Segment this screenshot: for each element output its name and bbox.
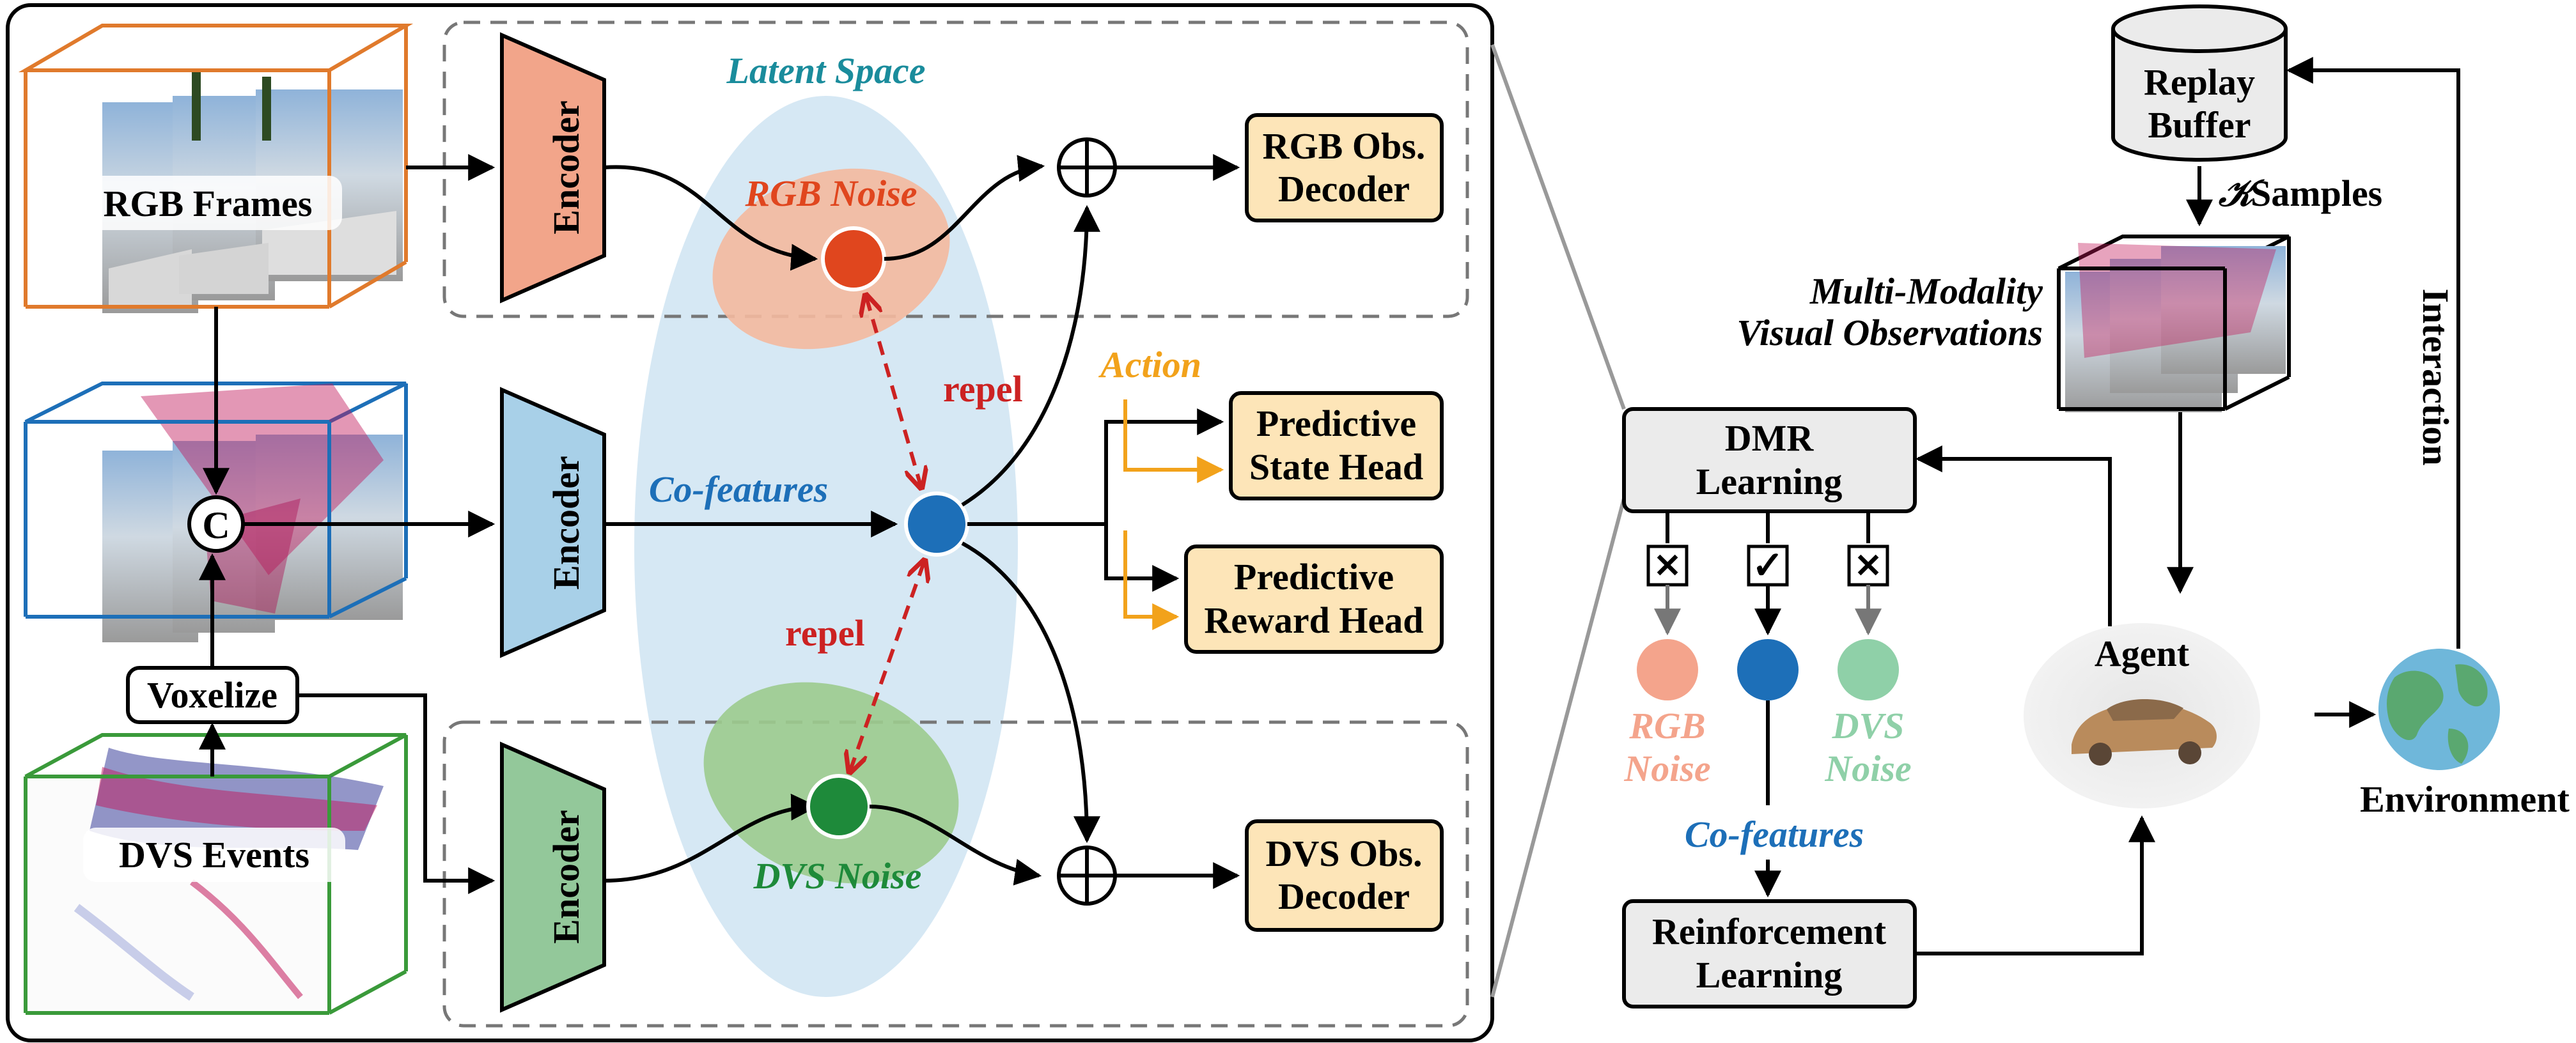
- latent-space-label: Latent Space: [726, 50, 926, 91]
- environment-label: Environment: [2360, 778, 2570, 820]
- right-rgb-noise-line2: Noise: [1623, 748, 1710, 789]
- car-icon: [2072, 699, 2217, 766]
- right-dvs-noise-line2: Noise: [1824, 748, 1911, 789]
- rgb-noise-label: RGB Noise: [744, 173, 917, 214]
- dmr-line2: Learning: [1696, 461, 1843, 502]
- dvs-noise-label: DVS Noise: [753, 855, 922, 897]
- rgb-decoder-line2: Decoder: [1278, 168, 1410, 210]
- replay-buffer-line1: Replay: [2144, 61, 2255, 103]
- rgb-encoder: [500, 32, 606, 304]
- rgb-frames-label: RGB Frames: [104, 183, 313, 224]
- rgb-frames-stack: RGB Frames: [18, 24, 414, 313]
- left-panel-frame: [6, 3, 1494, 1042]
- repel-arrow-lower: [850, 562, 924, 770]
- interaction-label: Interaction: [2415, 288, 2456, 465]
- predictive-reward-head: [1184, 545, 1444, 654]
- samples-label: Samples: [2251, 173, 2382, 214]
- cofeatures-label: Co-features: [649, 468, 828, 510]
- dvs-events-stack: DVS Events: [24, 733, 408, 1015]
- voxelize-label: Voxelize: [147, 674, 277, 716]
- dvs-decoder-line2: Decoder: [1278, 876, 1410, 917]
- check-mark: ✓: [1752, 545, 1784, 587]
- dvs-events-label: DVS Events: [119, 834, 309, 876]
- repel-label-upper: repel: [943, 368, 1023, 410]
- dvs-obs-decoder: [1245, 819, 1444, 932]
- dvs-encoder-label: Encoder: [545, 810, 587, 943]
- cofeature-dot: [1737, 639, 1799, 700]
- replay-buffer: Replay Buffer: [2111, 4, 2288, 162]
- agent-label: Agent: [2095, 633, 2190, 674]
- rl-line1: Reinforcement: [1652, 911, 1887, 952]
- rgb-cross-mark: ✕: [1653, 548, 1682, 585]
- predictive-state-head: [1229, 391, 1444, 500]
- zoom-line-lower: [1490, 498, 1626, 998]
- cofeature-encoder: [500, 387, 606, 658]
- rgb-module-frame: [442, 20, 1469, 318]
- right-rgb-noise-line1: RGB: [1628, 705, 1705, 746]
- concat-symbol: C: [202, 504, 230, 546]
- dvs-noise-node: [806, 774, 871, 839]
- state-head-line1: Predictive: [1256, 403, 1416, 444]
- dvs-cross-mark: ✕: [1854, 548, 1882, 585]
- multimodality-line2: Visual Observations: [1737, 312, 2043, 353]
- dvs-noise-dot: [1838, 639, 1899, 700]
- repel-label-lower: repel: [785, 612, 865, 654]
- reward-head-line1: Predictive: [1234, 556, 1394, 598]
- multimodality-line1: Multi-Modality: [1809, 270, 2043, 312]
- multimodality-observations-stack: [2057, 235, 2291, 412]
- cofeature-encoder-label: Encoder: [545, 456, 587, 589]
- zoom-line-upper: [1490, 43, 1626, 410]
- rl-line2: Learning: [1696, 954, 1843, 996]
- rgb-decoder-line1: RGB Obs.: [1263, 125, 1426, 167]
- globe-icon: [2378, 649, 2500, 770]
- dvs-sum-node: [1057, 846, 1117, 906]
- rgb-noise-node: [821, 226, 886, 291]
- dvs-decoder-line1: DVS Obs.: [1266, 833, 1423, 874]
- dvs-encoder: [500, 741, 606, 1013]
- replay-buffer-line2: Buffer: [2148, 104, 2251, 146]
- right-cofeatures-label: Co-features: [1685, 814, 1864, 855]
- reward-head-line2: Reward Head: [1204, 599, 1423, 641]
- dmr-line1: DMR: [1725, 417, 1815, 459]
- rgb-sum-node: [1057, 137, 1117, 197]
- right-dvs-noise-line1: DVS: [1832, 705, 1905, 746]
- action-label: Action: [1098, 344, 1201, 385]
- rgb-noise-dot: [1637, 639, 1698, 700]
- dvs-module-frame: [442, 720, 1469, 1028]
- state-head-line2: State Head: [1249, 446, 1423, 488]
- repel-arrow-upper: [866, 297, 921, 486]
- cofeature-node: [904, 491, 969, 557]
- rgb-obs-decoder: [1245, 113, 1444, 222]
- rgb-encoder-label: Encoder: [545, 100, 587, 234]
